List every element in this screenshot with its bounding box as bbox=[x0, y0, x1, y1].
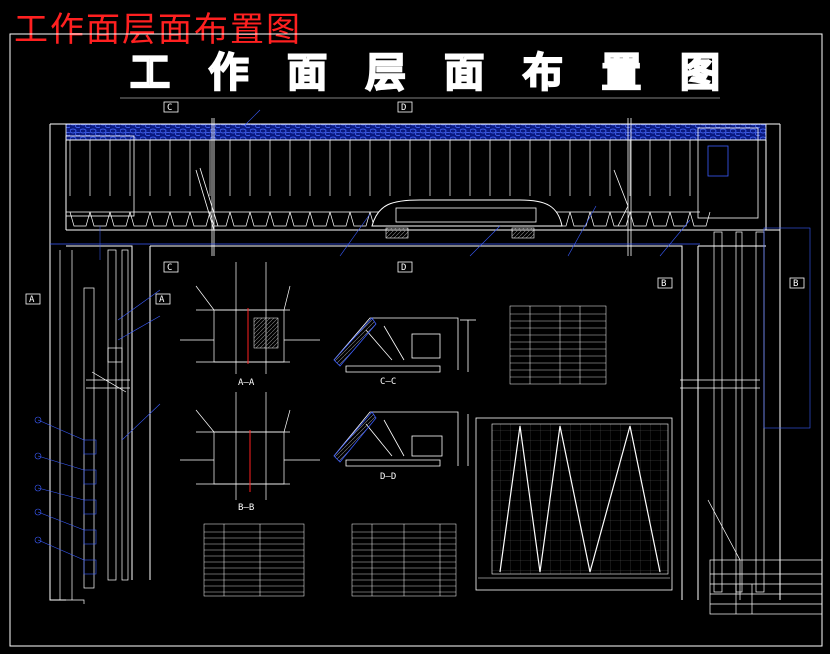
section-marker-b-right: B bbox=[793, 279, 799, 289]
support-base bbox=[349, 211, 371, 227]
support-base bbox=[329, 211, 351, 227]
section-marker-a-left: A bbox=[29, 295, 35, 305]
support-base bbox=[229, 211, 251, 227]
title-char: 置 bbox=[600, 49, 642, 97]
section-marker-c-mid: C bbox=[167, 263, 173, 273]
support-base bbox=[109, 211, 131, 227]
title-char: 面 bbox=[443, 49, 485, 97]
section-marker-a-right: A bbox=[159, 295, 165, 305]
support-base bbox=[589, 211, 611, 227]
shearer bbox=[371, 199, 563, 227]
support-base bbox=[649, 211, 671, 227]
title-char: 布 bbox=[522, 49, 564, 97]
coal-seam-band bbox=[65, 123, 767, 141]
overlay-title: 工作面层面布置图 bbox=[14, 10, 302, 50]
section-marker-b-left: B bbox=[661, 279, 667, 289]
support-base bbox=[289, 211, 311, 227]
support-base bbox=[69, 211, 91, 227]
title-char: 面 bbox=[286, 49, 328, 97]
title-char: 层 bbox=[365, 49, 407, 97]
section-marker-d-mid: D bbox=[401, 263, 407, 273]
support-base bbox=[669, 211, 691, 227]
support-base bbox=[149, 211, 171, 227]
support-base bbox=[129, 211, 151, 227]
support-base bbox=[689, 211, 711, 227]
view-label-dd: D—D bbox=[380, 472, 397, 482]
view-label-cc: C—C bbox=[380, 377, 397, 387]
title-char: 作 bbox=[208, 49, 250, 97]
support-base bbox=[249, 211, 271, 227]
section-marker-d-top: D bbox=[401, 103, 407, 113]
drawing-title: 工 作 面 层 面 布 置 图 bbox=[129, 44, 721, 97]
support-base bbox=[169, 211, 191, 227]
support-base bbox=[629, 211, 651, 227]
section-marker-c-top: C bbox=[167, 103, 173, 113]
view-label-aa: A—A bbox=[238, 378, 255, 388]
title-char: 图 bbox=[679, 49, 721, 97]
support-base bbox=[89, 211, 111, 227]
support-base bbox=[609, 211, 631, 227]
support-base bbox=[269, 211, 291, 227]
view-label-bb: B—B bbox=[238, 503, 255, 513]
support-base bbox=[309, 211, 331, 227]
support-base bbox=[569, 211, 591, 227]
support-base bbox=[189, 211, 211, 227]
support-base bbox=[209, 211, 231, 227]
title-char: 工 bbox=[129, 49, 171, 97]
